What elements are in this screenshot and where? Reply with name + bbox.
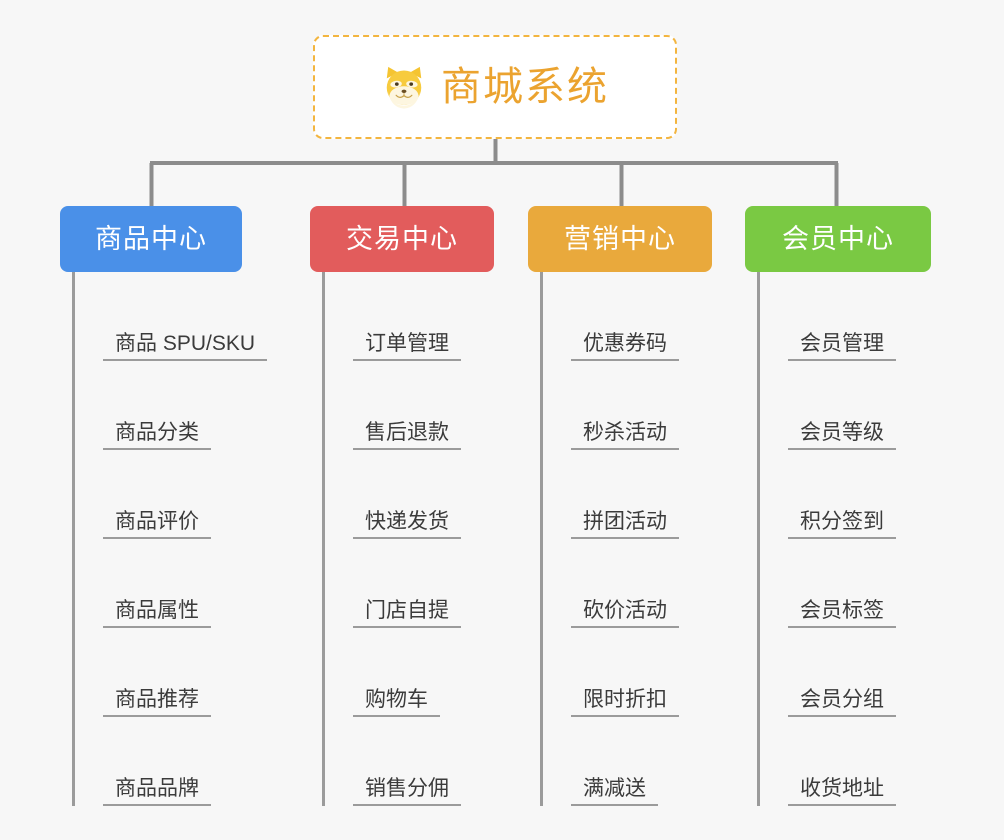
- list-item[interactable]: 砍价活动: [543, 539, 679, 628]
- list-item[interactable]: 秒杀活动: [543, 361, 679, 450]
- list-item[interactable]: 商品推荐: [75, 628, 267, 717]
- leaf-underline: 会员管理: [788, 332, 896, 361]
- category-label-4: 会员中心: [782, 223, 894, 254]
- root-node[interactable]: 商城系统: [313, 35, 677, 139]
- leaf-label: 售后退款: [365, 420, 449, 444]
- leaf-underline: 优惠券码: [571, 332, 679, 361]
- leaf-label: 砍价活动: [583, 598, 667, 622]
- shiba-dog-face-icon: [386, 66, 422, 109]
- list-item[interactable]: 会员管理: [760, 272, 896, 361]
- leaf-underline: 销售分佣: [353, 777, 461, 806]
- leaf-underline: 会员标签: [788, 599, 896, 628]
- list-item[interactable]: 会员等级: [760, 361, 896, 450]
- leaf-label: 收货地址: [800, 776, 884, 800]
- leaf-label: 购物车: [365, 687, 428, 711]
- list-item[interactable]: 优惠券码: [543, 272, 679, 361]
- category-box-2[interactable]: 交易中心: [310, 206, 494, 272]
- list-item[interactable]: 商品品牌: [75, 717, 267, 806]
- list-item[interactable]: 订单管理: [325, 272, 461, 361]
- category-box-4[interactable]: 会员中心: [745, 206, 931, 272]
- leaf-label: 商品评价: [115, 509, 199, 533]
- leaf-label: 门店自提: [365, 598, 449, 622]
- leaf-underline: 限时折扣: [571, 688, 679, 717]
- leaf-underline: 拼团活动: [571, 510, 679, 539]
- list-item[interactable]: 限时折扣: [543, 628, 679, 717]
- category-box-3[interactable]: 营销中心: [528, 206, 712, 272]
- list-item[interactable]: 商品属性: [75, 539, 267, 628]
- leaf-label: 会员分组: [800, 687, 884, 711]
- leaf-label: 快递发货: [365, 509, 449, 533]
- leaf-label: 会员管理: [800, 331, 884, 355]
- leaf-label: 会员标签: [800, 598, 884, 622]
- leaf-list-2: 订单管理 售后退款 快递发货 门店自提 购物车 销售分佣: [322, 272, 461, 806]
- leaf-underline: 商品属性: [103, 599, 211, 628]
- leaf-underline: 砍价活动: [571, 599, 679, 628]
- leaf-label: 商品推荐: [115, 687, 199, 711]
- list-item[interactable]: 满减送: [543, 717, 679, 806]
- leaf-underline: 快递发货: [353, 510, 461, 539]
- leaf-label: 商品 SPU/SKU: [115, 331, 256, 355]
- list-item[interactable]: 商品 SPU/SKU: [75, 272, 268, 361]
- leaf-label: 满减送: [583, 776, 646, 800]
- leaf-underline: 商品品牌: [103, 777, 211, 806]
- list-item[interactable]: 快递发货: [325, 450, 461, 539]
- leaf-underline: 收货地址: [788, 777, 896, 806]
- leaf-label: 秒杀活动: [583, 420, 667, 444]
- leaf-underline: 会员等级: [788, 421, 896, 450]
- leaf-underline: 商品 SPU/SKU: [103, 331, 268, 361]
- leaf-list-1: 商品 SPU/SKU 商品分类 商品评价 商品属性 商品推荐 商品品牌: [72, 272, 268, 806]
- leaf-label: 订单管理: [365, 331, 449, 355]
- leaf-underline: 商品推荐: [103, 688, 211, 717]
- leaf-underline: 秒杀活动: [571, 421, 679, 450]
- leaf-list-4: 会员管理 会员等级 积分签到 会员标签 会员分组 收货地址: [757, 272, 896, 806]
- leaf-underline: 满减送: [571, 777, 658, 806]
- list-item[interactable]: 积分签到: [760, 450, 896, 539]
- list-item[interactable]: 拼团活动: [543, 450, 679, 539]
- leaf-underline: 商品评价: [103, 510, 211, 539]
- page-title: 商城系统: [441, 65, 609, 109]
- leaf-label: 积分签到: [800, 509, 884, 533]
- category-label-2: 交易中心: [346, 223, 458, 254]
- list-item[interactable]: 购物车: [325, 628, 461, 717]
- category-label-3: 营销中心: [564, 223, 676, 254]
- list-item[interactable]: 门店自提: [325, 539, 461, 628]
- leaf-label: 优惠券码: [583, 331, 667, 355]
- leaf-label: 商品属性: [115, 598, 199, 622]
- leaf-label: 商品品牌: [115, 776, 199, 800]
- list-item[interactable]: 售后退款: [325, 361, 461, 450]
- leaf-list-3: 优惠券码 秒杀活动 拼团活动 砍价活动 限时折扣 满减送: [540, 272, 679, 806]
- leaf-label: 限时折扣: [583, 687, 667, 711]
- list-item[interactable]: 会员标签: [760, 539, 896, 628]
- leaf-underline: 门店自提: [353, 599, 461, 628]
- category-label-1: 商品中心: [95, 223, 207, 254]
- list-item[interactable]: 商品分类: [75, 361, 267, 450]
- leaf-underline: 积分签到: [788, 510, 896, 539]
- leaf-underline: 售后退款: [353, 421, 461, 450]
- leaf-underline: 订单管理: [353, 332, 461, 361]
- leaf-label: 商品分类: [115, 420, 199, 444]
- category-box-1[interactable]: 商品中心: [60, 206, 242, 272]
- leaf-underline: 会员分组: [788, 688, 896, 717]
- leaf-underline: 商品分类: [103, 421, 211, 450]
- leaf-label: 拼团活动: [583, 509, 667, 533]
- list-item[interactable]: 销售分佣: [325, 717, 461, 806]
- leaf-label: 销售分佣: [365, 776, 449, 800]
- list-item[interactable]: 商品评价: [75, 450, 267, 539]
- leaf-label: 会员等级: [800, 420, 884, 444]
- list-item[interactable]: 收货地址: [760, 717, 896, 806]
- leaf-underline: 购物车: [353, 688, 440, 717]
- list-item[interactable]: 会员分组: [760, 628, 896, 717]
